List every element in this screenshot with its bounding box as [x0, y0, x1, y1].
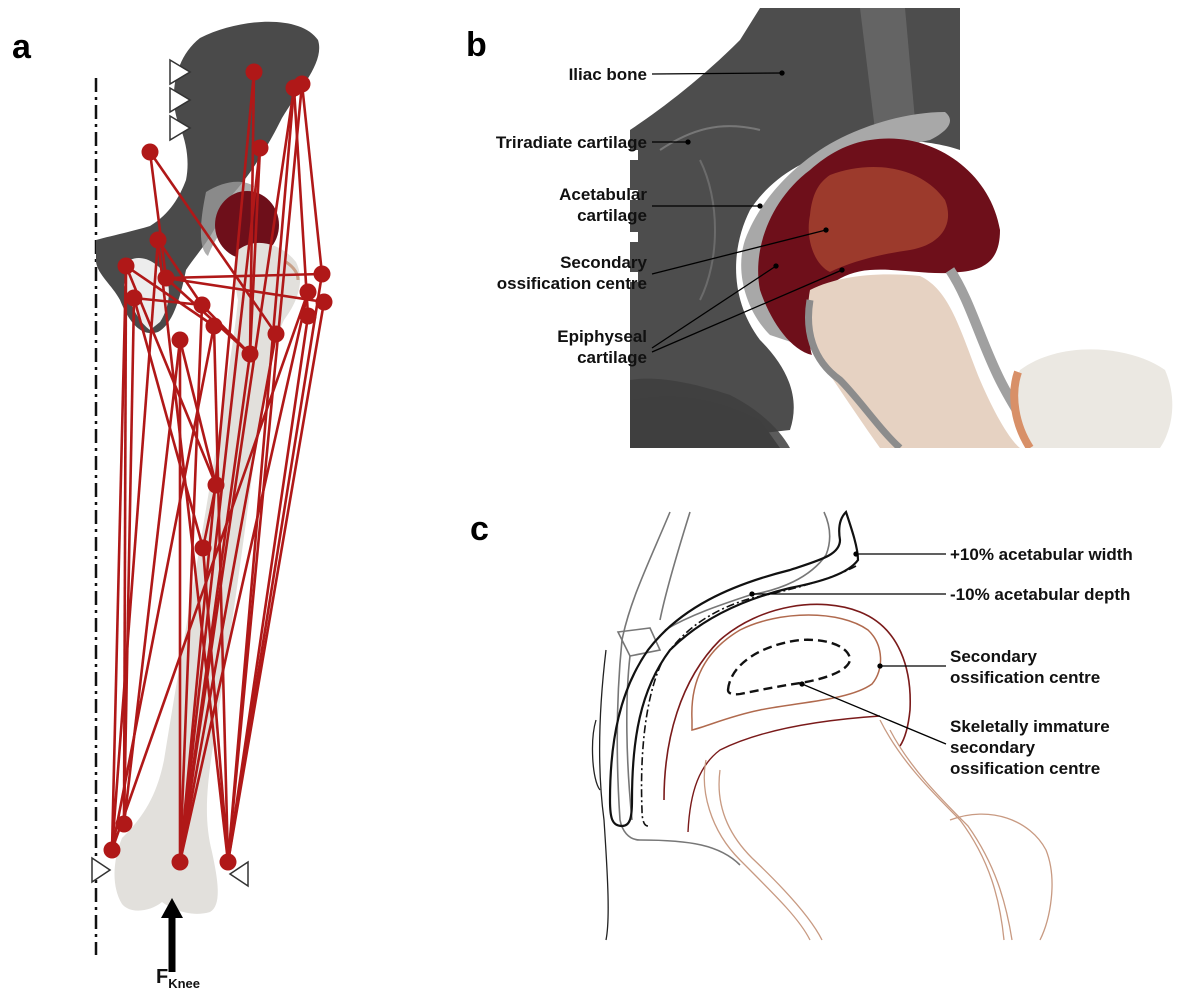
label-skeletally-immature-soc: Skeletally immature secondary ossificati…: [950, 716, 1110, 779]
femoral-head-outline: [664, 604, 910, 800]
secondary-ossification-outline: [692, 615, 881, 730]
label-acetabular-depth: -10% acetabular depth: [950, 584, 1130, 605]
pelvis-outer-outline: [593, 650, 609, 940]
label-secondary-c-line1: Secondary: [950, 646, 1100, 667]
label-immature-line1: Skeletally immature: [950, 716, 1110, 737]
label-immature-line2: secondary: [950, 737, 1110, 758]
label-secondary-c-line2: ossification centre: [950, 667, 1100, 688]
acetabular-width-outline: [610, 512, 858, 826]
femoral-head-lower-outline: [688, 716, 880, 832]
label-immature-line3: ossification centre: [950, 758, 1110, 779]
panel-c-leader-lines: [750, 552, 946, 744]
immature-soc-outline: [728, 640, 850, 695]
label-secondary-ossification-c: Secondary ossification centre: [950, 646, 1100, 688]
label-acetabular-width: +10% acetabular width: [950, 544, 1133, 565]
